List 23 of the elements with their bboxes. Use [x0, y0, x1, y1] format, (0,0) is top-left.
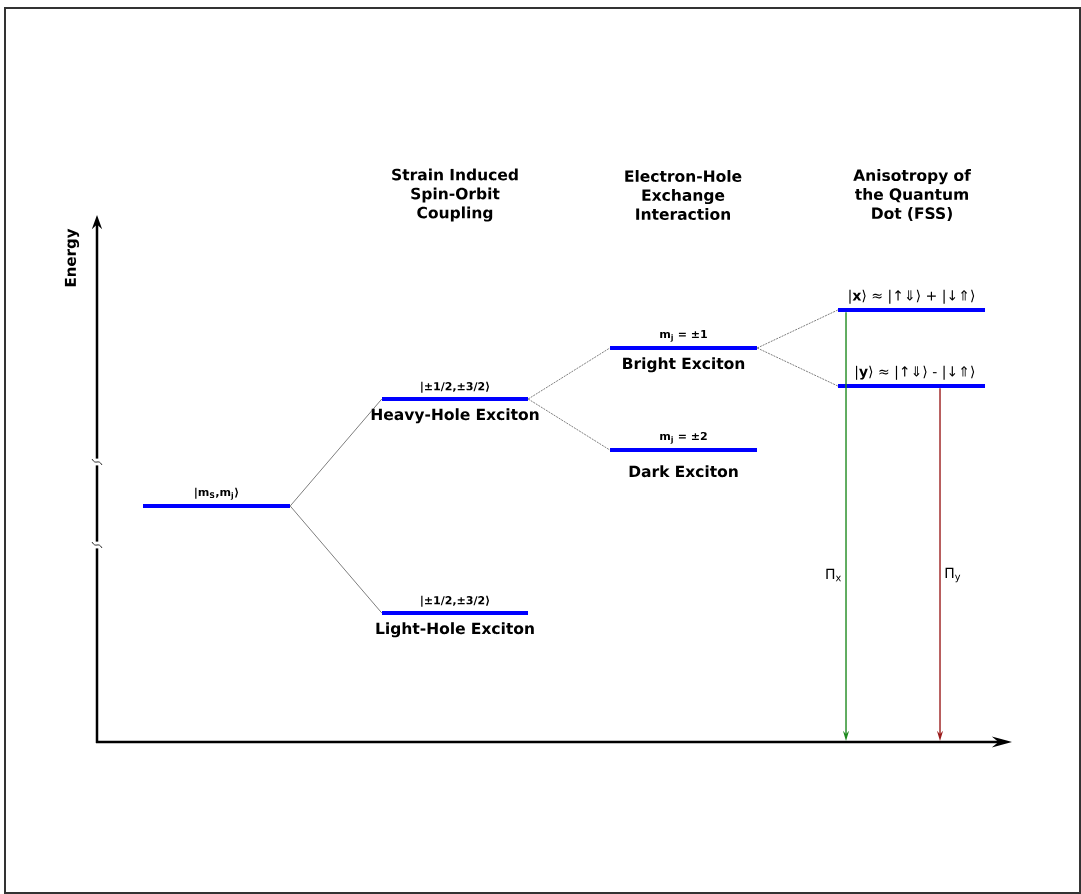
state-label: |y⟩ ≈ |↑⇓⟩ - |↓⇑⟩ — [856, 365, 975, 380]
level-label: Dark Exciton — [629, 465, 738, 478]
column-heading: Strain Induced Spin-Orbit Coupling — [392, 168, 518, 222]
splitting-line — [289, 505, 383, 614]
splitting-line — [527, 398, 611, 451]
axis-label: Energy — [64, 228, 80, 287]
state-label: |x⟩ ≈ |↑⇓⟩ + |↓⇑⟩ — [849, 289, 975, 304]
splitting-line — [756, 309, 839, 349]
level-label: Heavy-Hole Exciton — [371, 408, 539, 424]
state-label: m$_{j}$ = ±2 — [660, 431, 707, 444]
state-label: |±1/2,±3/2⟩ — [421, 595, 489, 607]
level-label: Light-Hole Exciton — [376, 622, 534, 638]
polarization-label: Π$_{y}$ — [945, 567, 961, 583]
column-heading: Anisotropy of the Quantum Dot (FSS) — [853, 169, 971, 221]
splitting-line — [527, 347, 611, 400]
level-label: Bright Exciton — [623, 357, 745, 373]
column-heading: Electron-Hole Exchange Interaction — [625, 170, 742, 220]
splitting-line — [756, 347, 839, 387]
state-label: |m$_{S}$,m$_{j}$⟩ — [195, 487, 238, 500]
splitting-line — [289, 398, 383, 507]
state-label: m$_{j}$ = ±1 — [660, 330, 707, 342]
state-label: |±1/2,±3/2⟩ — [421, 381, 489, 393]
polarization-label: Π$_{x}$ — [826, 568, 841, 582]
